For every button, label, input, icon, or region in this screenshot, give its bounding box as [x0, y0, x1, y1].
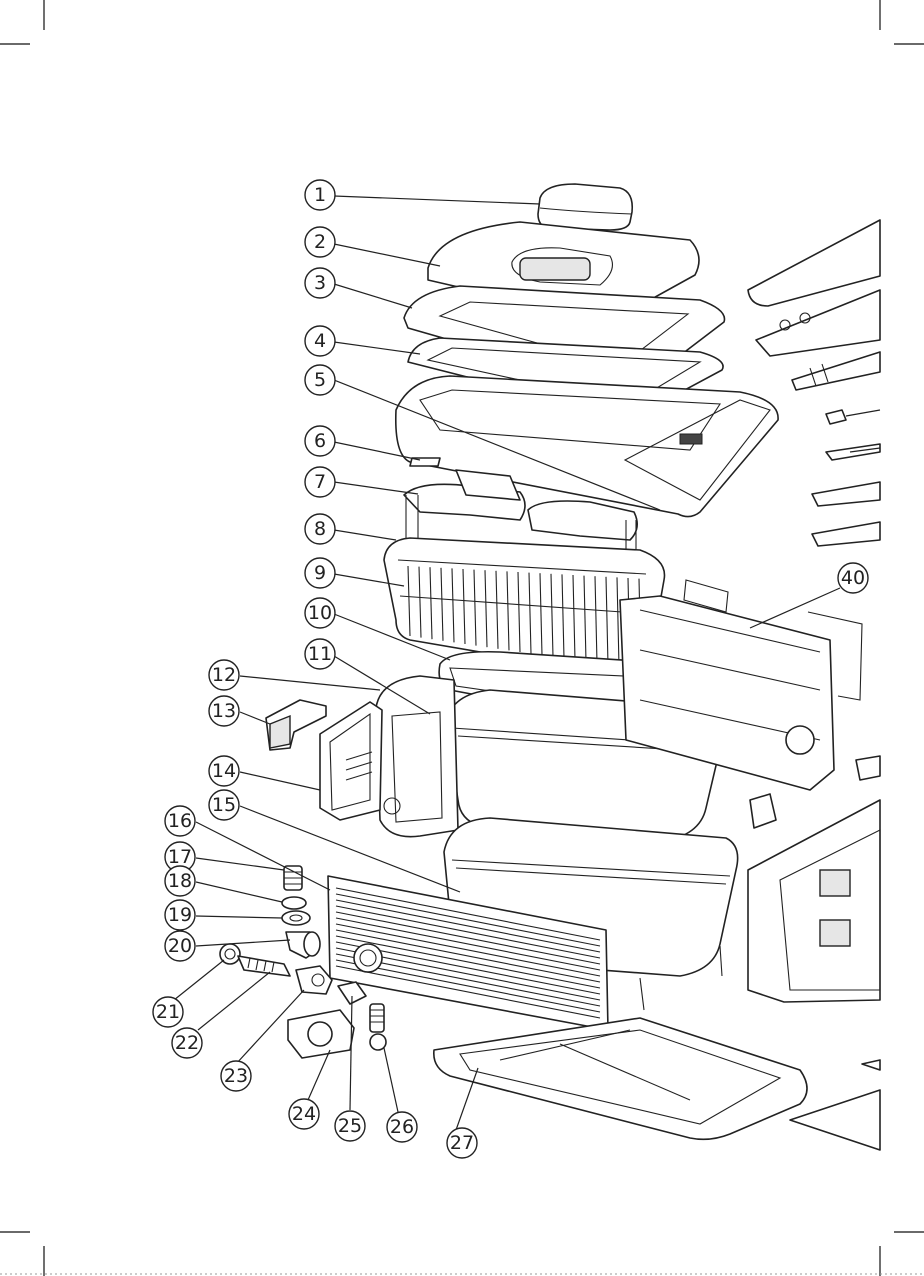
callout-10: 10 — [305, 598, 335, 628]
callout-18: 18 — [165, 866, 195, 896]
callout-8: 8 — [305, 514, 335, 544]
part-14-end-panel — [320, 702, 382, 820]
callout-7: 7 — [305, 467, 335, 497]
part-12-side-panel — [376, 676, 458, 837]
callout-10-label: 10 — [308, 602, 332, 624]
callout-8-label: 8 — [314, 518, 326, 540]
callout-16-label: 16 — [168, 810, 192, 832]
part-19-washer — [282, 911, 310, 925]
part-13-end-cap — [266, 700, 326, 750]
callout-11: 11 — [305, 639, 335, 669]
callout-2-label: 2 — [314, 231, 326, 253]
callout-14-label: 14 — [212, 760, 236, 782]
callout-13-label: 13 — [212, 700, 236, 722]
callout-40-label: 40 — [841, 567, 865, 589]
callout-24-label: 24 — [292, 1103, 316, 1125]
callout-9: 9 — [305, 558, 335, 588]
callout-2: 2 — [305, 227, 335, 257]
callout-15: 15 — [209, 790, 239, 820]
callout-26: 26 — [387, 1112, 417, 1142]
callout-5-label: 5 — [314, 369, 326, 391]
callout-20: 20 — [165, 931, 195, 961]
part-27-base — [434, 1018, 807, 1139]
callout-25: 25 — [335, 1111, 365, 1141]
callout-7-label: 7 — [314, 471, 326, 493]
callout-23: 23 — [221, 1061, 251, 1091]
part-24-bracket — [288, 1010, 354, 1058]
callout-21-label: 21 — [156, 1001, 180, 1023]
callout-22-label: 22 — [175, 1032, 199, 1054]
part-17-fitting — [284, 866, 302, 890]
callout-1-label: 1 — [314, 184, 326, 206]
part-20-elbow — [286, 932, 320, 958]
callout-23-label: 23 — [224, 1065, 248, 1087]
callout-19-label: 19 — [168, 904, 192, 926]
callout-17-label: 17 — [168, 846, 192, 868]
callout-3-label: 3 — [314, 272, 326, 294]
callout-6: 6 — [305, 426, 335, 456]
callout-25-label: 25 — [338, 1115, 362, 1137]
part-18-nut — [282, 897, 306, 909]
callout-21: 21 — [153, 997, 183, 1027]
right-control-panel — [748, 220, 880, 546]
callout-13: 13 — [209, 696, 239, 726]
callout-9-label: 9 — [314, 562, 326, 584]
callout-1: 1 — [305, 180, 335, 210]
callout-20-label: 20 — [168, 935, 192, 957]
callout-27: 27 — [447, 1128, 477, 1158]
callout-15-label: 15 — [212, 794, 236, 816]
callout-26-label: 26 — [390, 1116, 414, 1138]
callout-4: 4 — [305, 326, 335, 356]
callout-12: 12 — [209, 660, 239, 690]
callout-22: 22 — [172, 1028, 202, 1058]
part-22-hose-connector — [238, 956, 290, 976]
callout-6-label: 6 — [314, 430, 326, 452]
callout-16: 16 — [165, 806, 195, 836]
callout-14: 14 — [209, 756, 239, 786]
callout-5: 5 — [305, 365, 335, 395]
callout-40: 40 — [838, 563, 868, 593]
callout-4-label: 4 — [314, 330, 326, 352]
callout-3: 3 — [305, 268, 335, 298]
callout-24: 24 — [289, 1099, 319, 1129]
callout-11-label: 11 — [308, 643, 332, 665]
callout-18-label: 18 — [168, 870, 192, 892]
callout-27-label: 27 — [450, 1132, 474, 1154]
part-26-spring-pin — [370, 1004, 386, 1050]
part-23-valve — [296, 966, 332, 994]
part-1-lid-handle — [538, 184, 632, 230]
callout-19: 19 — [165, 900, 195, 930]
callout-12-label: 12 — [212, 664, 236, 686]
